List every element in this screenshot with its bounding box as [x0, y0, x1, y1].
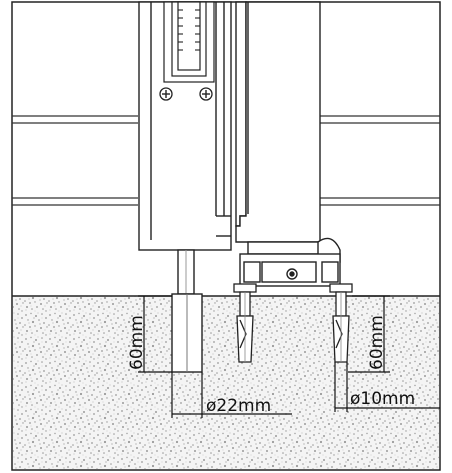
anchor-diameter-label: ø10mm — [350, 389, 415, 409]
bolt-sleeve — [171, 293, 203, 373]
anchor-bolt-left — [233, 283, 257, 363]
dimension-anchor-depth — [348, 295, 390, 373]
rail-notches — [178, 9, 200, 51]
background-rails — [12, 115, 440, 206]
concrete-ground — [13, 296, 439, 469]
anchor-depth-label: 60mm — [367, 315, 387, 370]
drop-bolt — [177, 249, 195, 295]
screw-icon — [199, 87, 213, 101]
screw-icon — [159, 87, 173, 101]
lock-bolt-rail — [163, 1, 215, 83]
post-depth-label: 60mm — [127, 315, 147, 370]
dimension-post-depth — [138, 295, 172, 373]
post-diameter-label: ø22mm — [206, 396, 271, 416]
ground-bracket — [239, 237, 341, 287]
door-leaf-right — [235, 1, 321, 243]
dimension-post-diameter — [171, 372, 292, 418]
dimension-anchor-diameter — [334, 362, 440, 412]
